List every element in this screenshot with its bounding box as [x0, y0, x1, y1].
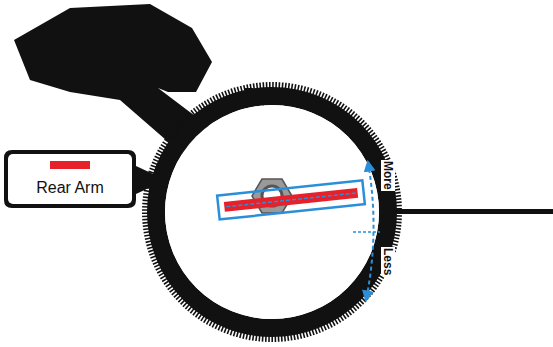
callout-box [4, 150, 166, 208]
gear [145, 85, 399, 339]
direction-label: Less [381, 247, 395, 276]
direction-label: More [381, 160, 395, 191]
callout-label: Rear Arm [36, 179, 104, 197]
legend-swatch [50, 161, 90, 169]
rear-arm-bar [217, 180, 365, 219]
adjust-arrow [366, 162, 374, 300]
rod [390, 209, 553, 214]
reference-line [353, 231, 380, 233]
